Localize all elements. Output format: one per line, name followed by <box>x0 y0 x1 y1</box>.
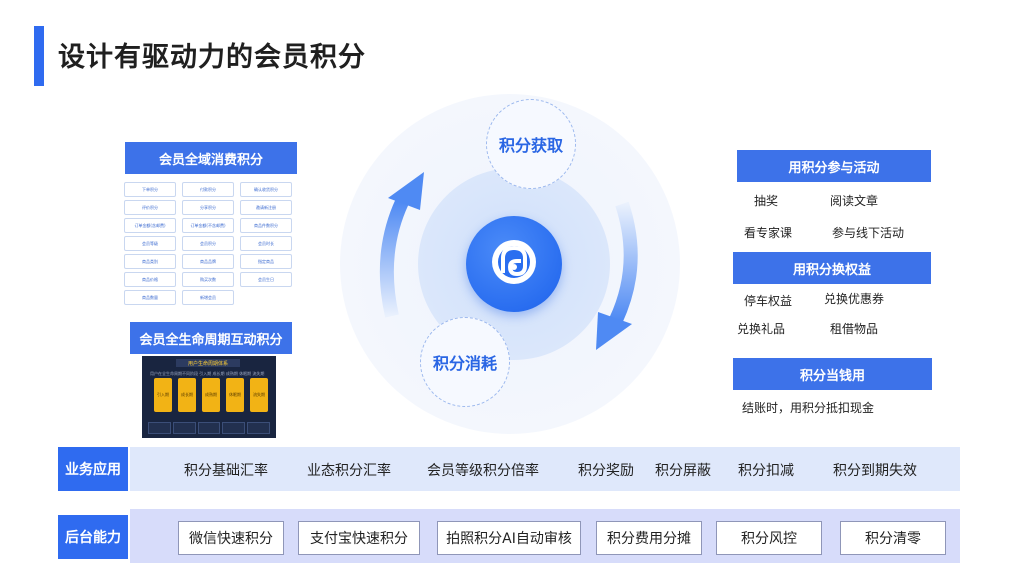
backend-item: 拍照积分AI自动审核 <box>437 521 581 555</box>
lifecycle-stage-card: 休眠期 <box>226 378 244 412</box>
arrowhead-down-right <box>596 312 632 350</box>
business-item: 业态积分汇率 <box>307 463 391 479</box>
business-item: 积分到期失效 <box>833 463 917 479</box>
consume-item: 付款积分 <box>182 182 234 197</box>
activity-item-lottery: 抽奖 <box>754 194 779 208</box>
activity-item-expert-course: 看专家课 <box>744 226 793 240</box>
activity-item-read-article: 阅读文章 <box>830 194 879 208</box>
rights-item-parking: 停车权益 <box>744 294 793 308</box>
cycle-arrows <box>379 172 638 350</box>
brand-logo-icon <box>492 240 536 284</box>
arrow-down-right <box>609 201 638 323</box>
consume-item: 指定商品 <box>240 254 292 269</box>
backend-item: 微信快速积分 <box>178 521 284 555</box>
lifecycle-stage-card: 成熟期 <box>202 378 220 412</box>
rights-item-coupon: 兑换优惠券 <box>824 292 885 306</box>
cash-header: 积分当钱用 <box>733 358 932 390</box>
brand-core-circle <box>466 216 562 312</box>
backend-item: 支付宝快速积分 <box>298 521 420 555</box>
backend-row-label: 后台能力 <box>58 515 128 559</box>
backend-item: 积分费用分摊 <box>596 521 702 555</box>
consume-item: 会员等级 <box>124 236 176 251</box>
consume-item: 商品类别 <box>124 254 176 269</box>
rights-item-rental: 租借物品 <box>830 322 879 336</box>
business-item: 积分扣减 <box>738 463 794 479</box>
activity-header: 用积分参与活动 <box>737 150 931 182</box>
consume-item: 会员生日 <box>240 272 292 287</box>
consume-item: 确认收货积分 <box>240 182 292 197</box>
consume-item: 下单积分 <box>124 182 176 197</box>
lifecycle-thumb-footer <box>148 422 270 434</box>
lifecycle-stage-card: 流失期 <box>250 378 268 412</box>
consume-item: 新增会员 <box>182 290 234 305</box>
points-spend-bubble: 积分消耗 <box>420 317 510 407</box>
consume-item: 商品品牌 <box>182 254 234 269</box>
consume-item: 邀请新注册 <box>240 200 292 215</box>
lifecycle-thumb-title: 用户生命周期体系 <box>176 359 240 367</box>
consume-item: 订单金额(不含邮费) <box>182 218 234 233</box>
consume-item: 商品数量 <box>124 290 176 305</box>
arrow-up-left <box>379 199 409 318</box>
lifecycle-points-header: 会员全生命周期互动积分 <box>130 322 292 354</box>
backend-item: 积分清零 <box>840 521 946 555</box>
activity-item-offline-event: 参与线下活动 <box>832 226 905 240</box>
consume-item: 会员时长 <box>240 236 292 251</box>
arrowhead-up-left <box>388 172 424 210</box>
title-accent-bar <box>34 26 44 86</box>
consume-item: 评价积分 <box>124 200 176 215</box>
consume-points-header: 会员全域消费积分 <box>125 142 297 174</box>
lifecycle-thumbnail: 用户生命周期体系 用户在全生命周期不同阶段 引入期 成长期 成熟期 休眠期 流失… <box>142 356 276 438</box>
cash-description: 结账时，用积分抵扣现金 <box>742 401 875 415</box>
rights-header: 用积分换权益 <box>733 252 931 284</box>
consume-item: 订单金额(含邮费) <box>124 218 176 233</box>
points-earn-bubble: 积分获取 <box>486 99 576 189</box>
business-item: 积分奖励 <box>578 463 634 479</box>
business-item: 积分屏蔽 <box>655 463 711 479</box>
business-item: 积分基础汇率 <box>184 463 268 479</box>
lifecycle-stage-card: 引入期 <box>154 378 172 412</box>
consume-item: 分享积分 <box>182 200 234 215</box>
lifecycle-stage-card: 成长期 <box>178 378 196 412</box>
consume-item: 购买次数 <box>182 272 234 287</box>
business-row-label: 业务应用 <box>58 447 128 491</box>
consume-item: 商品件数积分 <box>240 218 292 233</box>
backend-item: 积分风控 <box>716 521 822 555</box>
lifecycle-thumb-subtitle: 用户在全生命周期不同阶段 引入期 成长期 成熟期 休眠期 流失期 <box>150 371 265 376</box>
consume-item: 会员积分 <box>182 236 234 251</box>
consume-item: 商品价格 <box>124 272 176 287</box>
business-row <box>130 447 960 491</box>
business-item: 会员等级积分倍率 <box>427 463 539 479</box>
page-title: 设计有驱动力的会员积分 <box>58 42 366 73</box>
rights-item-gift: 兑换礼品 <box>737 322 786 336</box>
consume-points-grid: 下单积分 付款积分 确认收货积分 评价积分 分享积分 邀请新注册 订单金额(含邮… <box>124 182 292 305</box>
